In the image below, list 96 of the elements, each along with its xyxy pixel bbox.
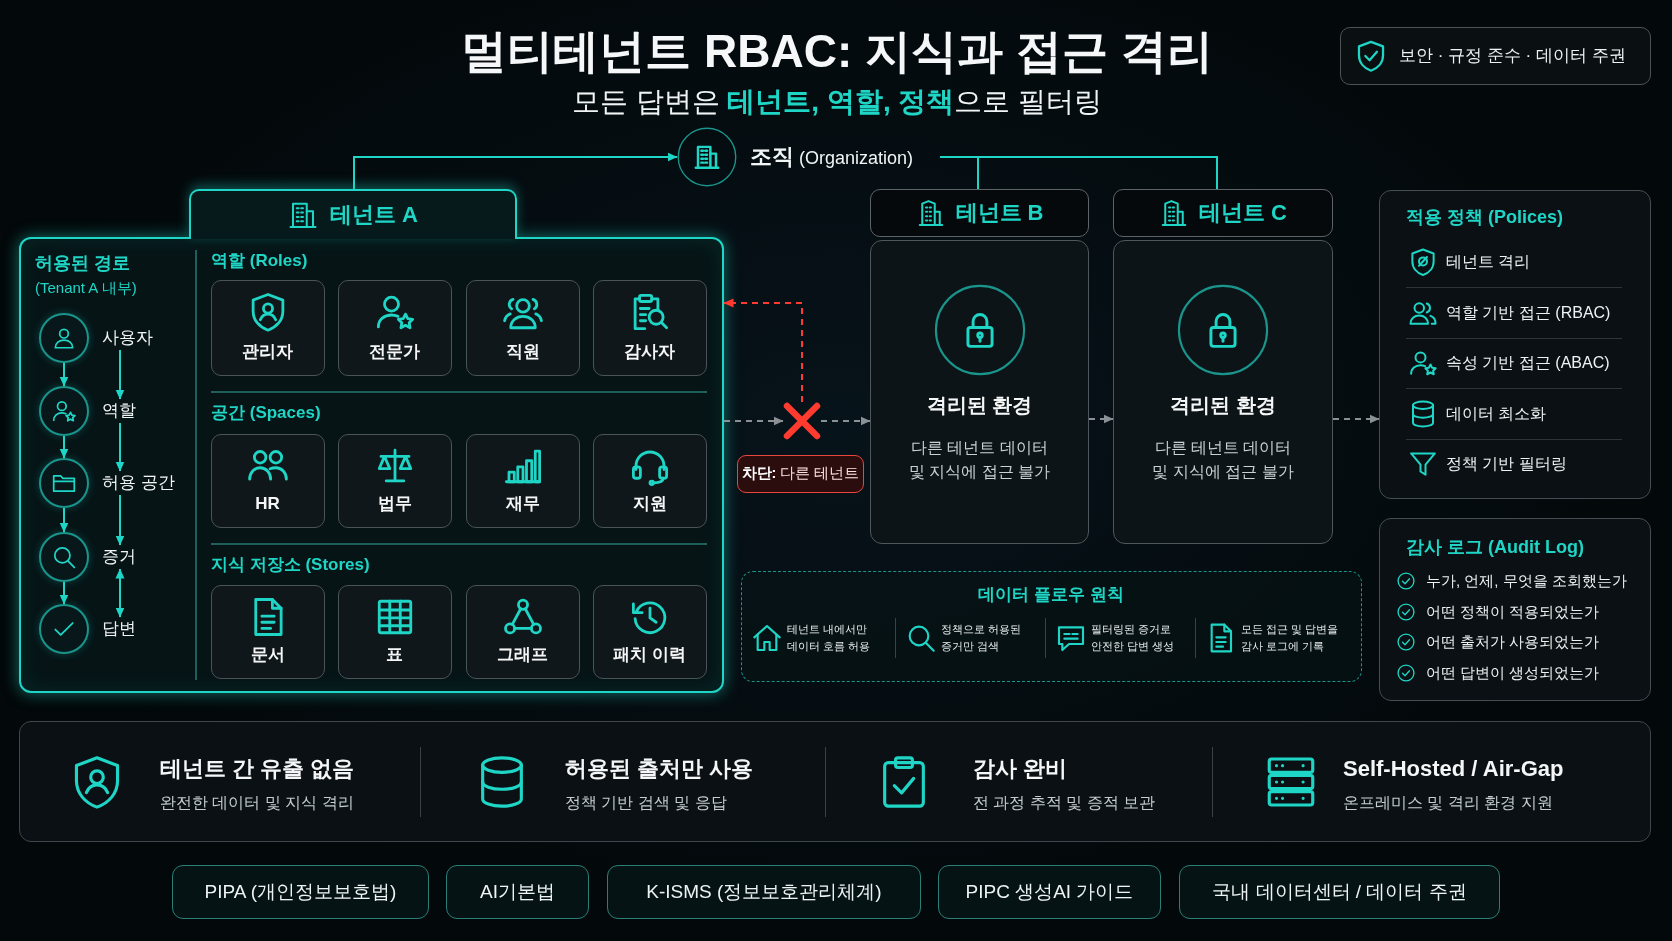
list-item: 어떤 출처가 사용되었는가 bbox=[1426, 632, 1601, 653]
list-item: 데이터 최소화 bbox=[1446, 403, 1548, 424]
tile-card bbox=[211, 585, 325, 679]
subtitle: 모든 답변은 테넌트, 역할, 정책으로 필터링 bbox=[570, 85, 1104, 119]
tile-label: 재무 bbox=[504, 493, 541, 515]
arrow bbox=[115, 568, 125, 618]
step-label: 답변 bbox=[102, 617, 164, 641]
panel-heading: 데이터 플로우 원칙 bbox=[977, 584, 1125, 606]
list-item: 역할 기반 접근 (RBAC) bbox=[1446, 302, 1612, 323]
arrow bbox=[115, 349, 125, 400]
tile-label: HR bbox=[254, 493, 281, 515]
section-heading: 역할 (Roles) bbox=[211, 250, 309, 272]
cross-icon bbox=[783, 402, 821, 440]
compliance-tag: 국내 데이터센터 / 데이터 주권 bbox=[1179, 865, 1500, 919]
policy-panel bbox=[1379, 190, 1651, 499]
feature-heading: 허용된 출처만 사용 bbox=[565, 755, 755, 783]
connector-line bbox=[939, 156, 1218, 190]
compliance-tag: AI기본법 bbox=[446, 865, 589, 919]
arrow bbox=[820, 416, 871, 426]
feature-text: 완전한 데이터 및 지식 격리 bbox=[160, 793, 355, 813]
tile-card bbox=[593, 434, 707, 528]
feature-text: 온프레미스 및 격리 환경 지원 bbox=[1343, 793, 1554, 813]
compliance-tag: PIPA (개인정보보호법) bbox=[172, 865, 429, 919]
badge-text: 보안 · 규정 준수 · 데이터 주권 bbox=[1399, 45, 1627, 67]
tenant-name: 테넌트 A bbox=[330, 201, 418, 229]
tile-label: 법무 bbox=[376, 493, 413, 515]
section-heading: 공간 (Spaces) bbox=[211, 402, 322, 424]
step-label: 증거 bbox=[102, 545, 164, 569]
arrow bbox=[115, 422, 125, 472]
tenant-name: 테넌트 C bbox=[1199, 199, 1287, 227]
tile-label: 문서 bbox=[249, 644, 286, 666]
feature-heading: Self-Hosted / Air-Gap bbox=[1343, 755, 1563, 783]
panel-text: 다른 테넌트 데이터 및 지식에 접근 불가 bbox=[1151, 438, 1295, 482]
feature-text: 정책 기반 검색 및 응답 bbox=[565, 793, 728, 813]
node-label: 조직 (Organization) bbox=[750, 143, 915, 171]
tile-label: 패치 이력 bbox=[612, 644, 687, 666]
tile-card bbox=[593, 280, 707, 376]
principles-panel bbox=[741, 571, 1362, 682]
list-item: 테넌트 격리 bbox=[1446, 252, 1532, 272]
principle-text: 정책으로 허용된 증거만 검색 bbox=[941, 622, 1023, 654]
arrow bbox=[723, 416, 784, 426]
tile-card bbox=[211, 434, 325, 528]
tile-card bbox=[466, 585, 580, 679]
feature-heading: 테넌트 간 유출 없음 bbox=[160, 755, 356, 783]
list-item: 속성 기반 접근 (ABAC) bbox=[1446, 353, 1611, 373]
tenant-name: 테넌트 B bbox=[955, 199, 1044, 227]
compliance-tag: PIPC 생성AI 가이드 bbox=[938, 865, 1161, 919]
arrow bbox=[115, 494, 125, 546]
feature-band bbox=[19, 721, 1651, 842]
arrow bbox=[59, 507, 69, 533]
tile-card bbox=[466, 434, 580, 528]
compliance-tag: K-ISMS (정보보호관리체계) bbox=[607, 865, 921, 919]
panel-heading: 감사 로그 (Audit Log) bbox=[1406, 536, 1585, 559]
tile-label: 전문가 bbox=[368, 341, 421, 363]
list-item: 정책 기반 필터링 bbox=[1446, 454, 1568, 474]
tile-card bbox=[338, 585, 452, 679]
panel-heading: 적용 정책 (Polices) bbox=[1406, 206, 1565, 229]
list-item: 어떤 답변이 생성되었는가 bbox=[1426, 663, 1601, 684]
arrow bbox=[353, 152, 678, 190]
list-item: 어떤 정책이 적용되었는가 bbox=[1426, 601, 1601, 622]
tile-label: 관리자 bbox=[241, 341, 294, 363]
feature-text: 전 과정 추적 및 증적 보관 bbox=[973, 793, 1157, 813]
tile-label: 감사자 bbox=[623, 341, 676, 363]
principle-text: 테넌트 내에서만 데이터 호름 허용 bbox=[787, 622, 872, 654]
tile-card bbox=[593, 585, 707, 679]
tile-card bbox=[338, 280, 452, 376]
tile-card bbox=[466, 280, 580, 376]
arrow bbox=[59, 581, 69, 605]
step-label: 사용자 bbox=[102, 326, 164, 350]
section-heading: 지식 저장소 (Stores) bbox=[211, 554, 371, 576]
step-label: 허용 공간 bbox=[102, 471, 194, 495]
principle-text: 필터링된 증거로 안전한 답변 생성 bbox=[1091, 622, 1176, 654]
tile-card bbox=[338, 434, 452, 528]
tile-label: 직원 bbox=[504, 341, 541, 363]
tile-label: 그래프 bbox=[496, 644, 549, 666]
panel-heading: 격리된 환경 bbox=[925, 393, 1034, 418]
step-label: 역할 bbox=[102, 399, 164, 423]
arrow bbox=[1332, 414, 1380, 424]
list-item: 누가, 언제, 무엇을 조회했는가 bbox=[1426, 571, 1628, 591]
arrow bbox=[1088, 414, 1114, 424]
tile-card bbox=[211, 280, 325, 376]
arrow bbox=[59, 435, 69, 459]
header-badge bbox=[1340, 27, 1651, 85]
feature-heading: 감사 완비 bbox=[973, 755, 1069, 783]
panel-text: 다른 테넌트 데이터 및 지식에 접근 불가 bbox=[907, 438, 1052, 482]
title: 멀티테넌트 RBAC: 지식과 접근 격리 bbox=[460, 24, 1214, 79]
section-subheading: (Tenant A 내부) bbox=[35, 278, 138, 298]
arrow bbox=[723, 298, 803, 403]
tile-label: 지원 bbox=[631, 493, 668, 515]
panel-heading: 격리된 환경 bbox=[1169, 393, 1277, 418]
blocked-tag: 차단: 다른 테넌트 bbox=[737, 455, 864, 493]
arrow bbox=[59, 362, 69, 387]
audit-panel bbox=[1379, 518, 1651, 701]
principle-text: 모든 접근 및 답변을 감사 로그에 기록 bbox=[1241, 622, 1340, 654]
section-heading: 허용된 경로 bbox=[35, 252, 131, 275]
tile-label: 표 bbox=[385, 644, 404, 666]
